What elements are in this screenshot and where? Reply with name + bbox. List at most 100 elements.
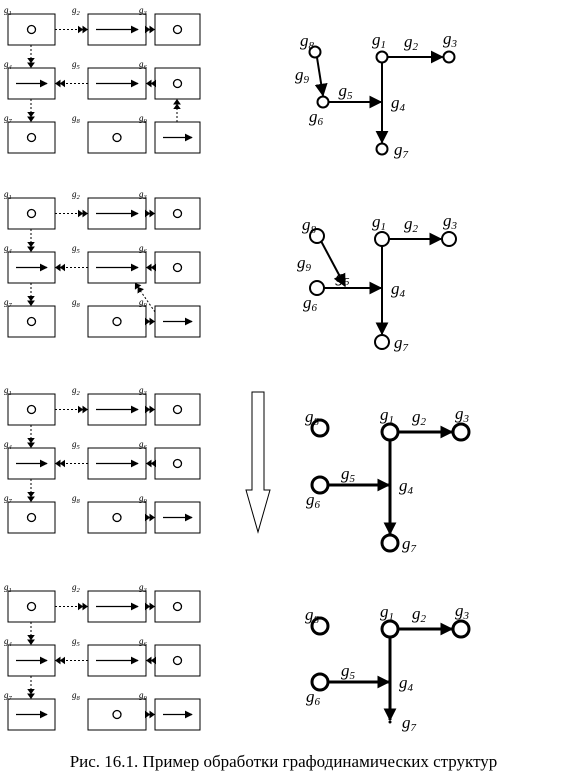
node-label: g2 — [412, 407, 427, 428]
grid-label: g4 — [4, 243, 13, 255]
graph-node — [451, 422, 471, 442]
node-label: g8 — [300, 31, 315, 52]
graph-node — [380, 619, 400, 639]
graph-node — [310, 616, 330, 636]
edge-g9 — [320, 240, 346, 288]
graph-node — [375, 142, 389, 156]
grid-label: g3 — [139, 385, 148, 397]
graph-node — [451, 619, 471, 639]
cell-circle — [26, 512, 37, 523]
graph-node — [310, 418, 330, 438]
grid-label: g6 — [139, 439, 148, 451]
node-label: g5 — [339, 81, 354, 102]
node-label: g7 — [394, 333, 409, 354]
node-label: g6 — [303, 293, 318, 314]
grid-label: g1 — [4, 582, 12, 594]
grid-label: g8 — [72, 297, 81, 309]
node-label: g9 — [297, 253, 312, 274]
grid-label: g9 — [139, 113, 148, 125]
grid-label: g3 — [139, 582, 148, 594]
grid-label: g8 — [72, 493, 81, 505]
node-label: g1 — [380, 405, 394, 426]
graph-node — [380, 533, 400, 553]
grid-label: g4 — [4, 59, 13, 71]
cell-circle — [172, 458, 183, 469]
grid-label: g3 — [139, 189, 148, 201]
graph-node — [310, 672, 330, 692]
graph-node — [442, 50, 456, 64]
node-label: g9 — [295, 65, 310, 86]
graph-node — [374, 334, 390, 350]
cell-circle — [112, 316, 122, 327]
cell-circle — [26, 132, 37, 143]
cell-circle — [26, 24, 37, 35]
grid-label: g4 — [4, 439, 13, 451]
node-label: g2 — [404, 32, 419, 53]
graph-node — [310, 475, 330, 495]
grid-label: g2 — [72, 189, 81, 201]
cell-circle — [26, 316, 37, 327]
node-label: g8 — [302, 215, 317, 236]
grid-label: g6 — [139, 243, 148, 255]
cell-circle — [172, 24, 183, 35]
cell-circle — [172, 601, 183, 612]
grid-label: g5 — [72, 59, 81, 71]
node-label: g4 — [399, 476, 414, 497]
node-label: g4 — [399, 673, 414, 694]
node-label: g1 — [372, 212, 386, 233]
figure-caption: Рис. 16.1. Пример обработки графодинамич… — [69, 752, 498, 771]
grid-label: g5 — [72, 243, 81, 255]
graph-node — [374, 231, 390, 247]
node-label: g7 — [402, 534, 417, 555]
edge-g9 — [314, 57, 328, 97]
grid-label: g1 — [4, 385, 12, 397]
grid-label: g5 — [72, 636, 81, 648]
cell-circle — [172, 262, 183, 273]
node-label: g5 — [341, 661, 356, 682]
node-label: g4 — [391, 279, 406, 300]
grid-label: g1 — [4, 5, 12, 17]
graph-node — [309, 228, 325, 244]
transition-down-arrow — [245, 391, 271, 534]
node-label: g7 — [402, 713, 417, 734]
graph-node — [441, 231, 457, 247]
grid-label: g1 — [4, 189, 12, 201]
graph-node — [380, 422, 400, 442]
node-label: g5 — [341, 464, 356, 485]
cell-circle — [26, 208, 37, 219]
node-label: g6 — [309, 107, 324, 128]
panels-layer: g1 g2 g3 g4 g5 g6 g7 g8 g9 g1 g2 g3 g8 g6 g4 g7 g5 g9 g1 g2… — [4, 5, 471, 734]
node-label: g8 — [305, 605, 320, 626]
node-label: g3 — [443, 211, 458, 232]
node-label: g3 — [455, 601, 470, 622]
node-label: g2 — [412, 604, 427, 625]
node-label: g1 — [372, 30, 386, 51]
grid-cell — [7, 305, 56, 338]
node-label: g6 — [306, 490, 321, 511]
node-label: g3 — [455, 404, 470, 425]
node-label: g7 — [394, 140, 409, 161]
grid-label: g9 — [139, 297, 148, 309]
cell-circle — [172, 78, 183, 89]
grid-cell — [7, 121, 56, 154]
grid-label: g2 — [72, 5, 81, 17]
cell-circle — [172, 655, 183, 666]
grid-label: g9 — [139, 493, 148, 505]
cell-circle — [112, 709, 122, 720]
grid-label: g4 — [4, 636, 13, 648]
grid-label: g6 — [139, 636, 148, 648]
grid-label: g7 — [4, 113, 13, 125]
cell-circle — [112, 512, 122, 523]
grid-connector — [134, 282, 156, 313]
grid-label: g2 — [72, 582, 81, 594]
node-label: g4 — [391, 93, 406, 114]
cell-circle — [26, 601, 37, 612]
grid-label: g7 — [4, 297, 13, 309]
cell-circle — [112, 132, 122, 143]
cell-circle — [172, 404, 183, 415]
node-label: g1 — [380, 602, 394, 623]
